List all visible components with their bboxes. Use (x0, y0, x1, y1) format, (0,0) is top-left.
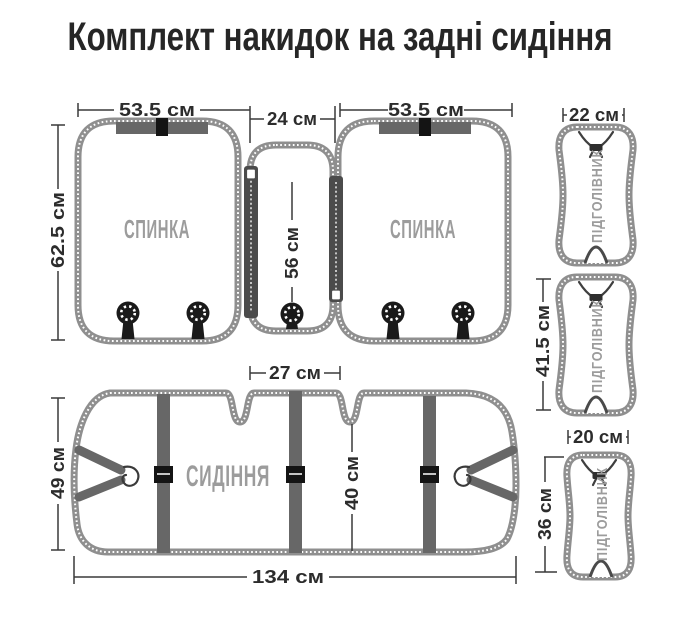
seat-label: СИДІННЯ (186, 460, 270, 493)
dim-backrest-left-height: 62.5 см (48, 192, 68, 268)
hook-strap (466, 475, 518, 502)
grommet (380, 300, 406, 326)
piece-headrest-middle: ПІДГОЛІВНИК (559, 277, 633, 413)
piece-backrest-right: СПИНКА (338, 118, 508, 341)
dim-line (249, 366, 341, 380)
zipper-band (329, 176, 343, 302)
headrest-top-label: ПІДГОЛІВНИК (589, 149, 606, 243)
dim-line (77, 103, 250, 117)
hook-strap (466, 445, 518, 475)
piece-headrest-bottom: ПІДГОЛІВНИК (567, 455, 631, 577)
page-title: Комплект накидок на задні сидіння (68, 15, 613, 59)
strap-bar (116, 122, 156, 134)
zipper-pull (245, 168, 257, 180)
grommet (185, 300, 211, 326)
dim-line (73, 556, 517, 584)
piece-center-panel (250, 145, 333, 331)
dim-line (567, 430, 629, 444)
dim-headrest-bottom-height: 36 см (535, 488, 555, 540)
dim-line (562, 108, 625, 122)
strap-buckle (156, 118, 168, 136)
hook-strap (74, 445, 126, 475)
dim-seat-height: 49 см (48, 447, 68, 499)
dim-seat-hump-width: 27 см (269, 363, 321, 383)
strap-bar (379, 122, 419, 134)
headrest-bottom-label: ПІДГОЛІВНИК (594, 467, 611, 561)
dim-headrest-top-width: 22 см (569, 105, 619, 125)
strap-bar (431, 122, 471, 134)
zipper-right (329, 176, 343, 302)
hook-strap (74, 475, 126, 502)
grommet (279, 301, 305, 327)
dim-seat-center-height: 40 см (342, 456, 362, 510)
dim-line (339, 103, 513, 117)
zipper-band (244, 166, 258, 318)
strap-bar (168, 122, 208, 134)
dim-line (536, 278, 551, 411)
strap-buckle (419, 118, 431, 136)
grommet (450, 300, 476, 326)
dim-backrest-right-width: 53.5 см (388, 100, 464, 120)
grommet (115, 300, 141, 326)
dim-headrest-middle-height: 41.5 см (533, 305, 553, 377)
dim-seat-width: 134 см (252, 567, 324, 587)
dim-line (535, 456, 564, 573)
piece-seat: СИДІННЯ (74, 391, 516, 553)
piece-backrest-left: СПИНКА (78, 118, 238, 341)
backrest-right-label: СПИНКА (390, 214, 456, 244)
zipper-pull (330, 289, 342, 301)
zipper-left (244, 166, 258, 318)
dimensions: 53.5 см 24 см 53.5 см 62.5 см 56 см 22 с… (48, 100, 629, 587)
dim-headrest-bottom-width: 20 см (573, 427, 623, 447)
dim-center-panel-height: 56 см (282, 227, 302, 279)
backrest-left-label: СПИНКА (124, 214, 190, 244)
dim-line (249, 106, 336, 143)
dim-line (51, 124, 65, 341)
piece-headrest-top: ПІДГОЛІВНИК (559, 127, 633, 263)
dim-center-panel-width: 24 см (267, 109, 317, 129)
headrest-middle-label: ПІДГОЛІВНИК (589, 299, 606, 393)
dim-backrest-left-width: 53.5 см (119, 100, 195, 120)
dim-line (51, 397, 65, 551)
